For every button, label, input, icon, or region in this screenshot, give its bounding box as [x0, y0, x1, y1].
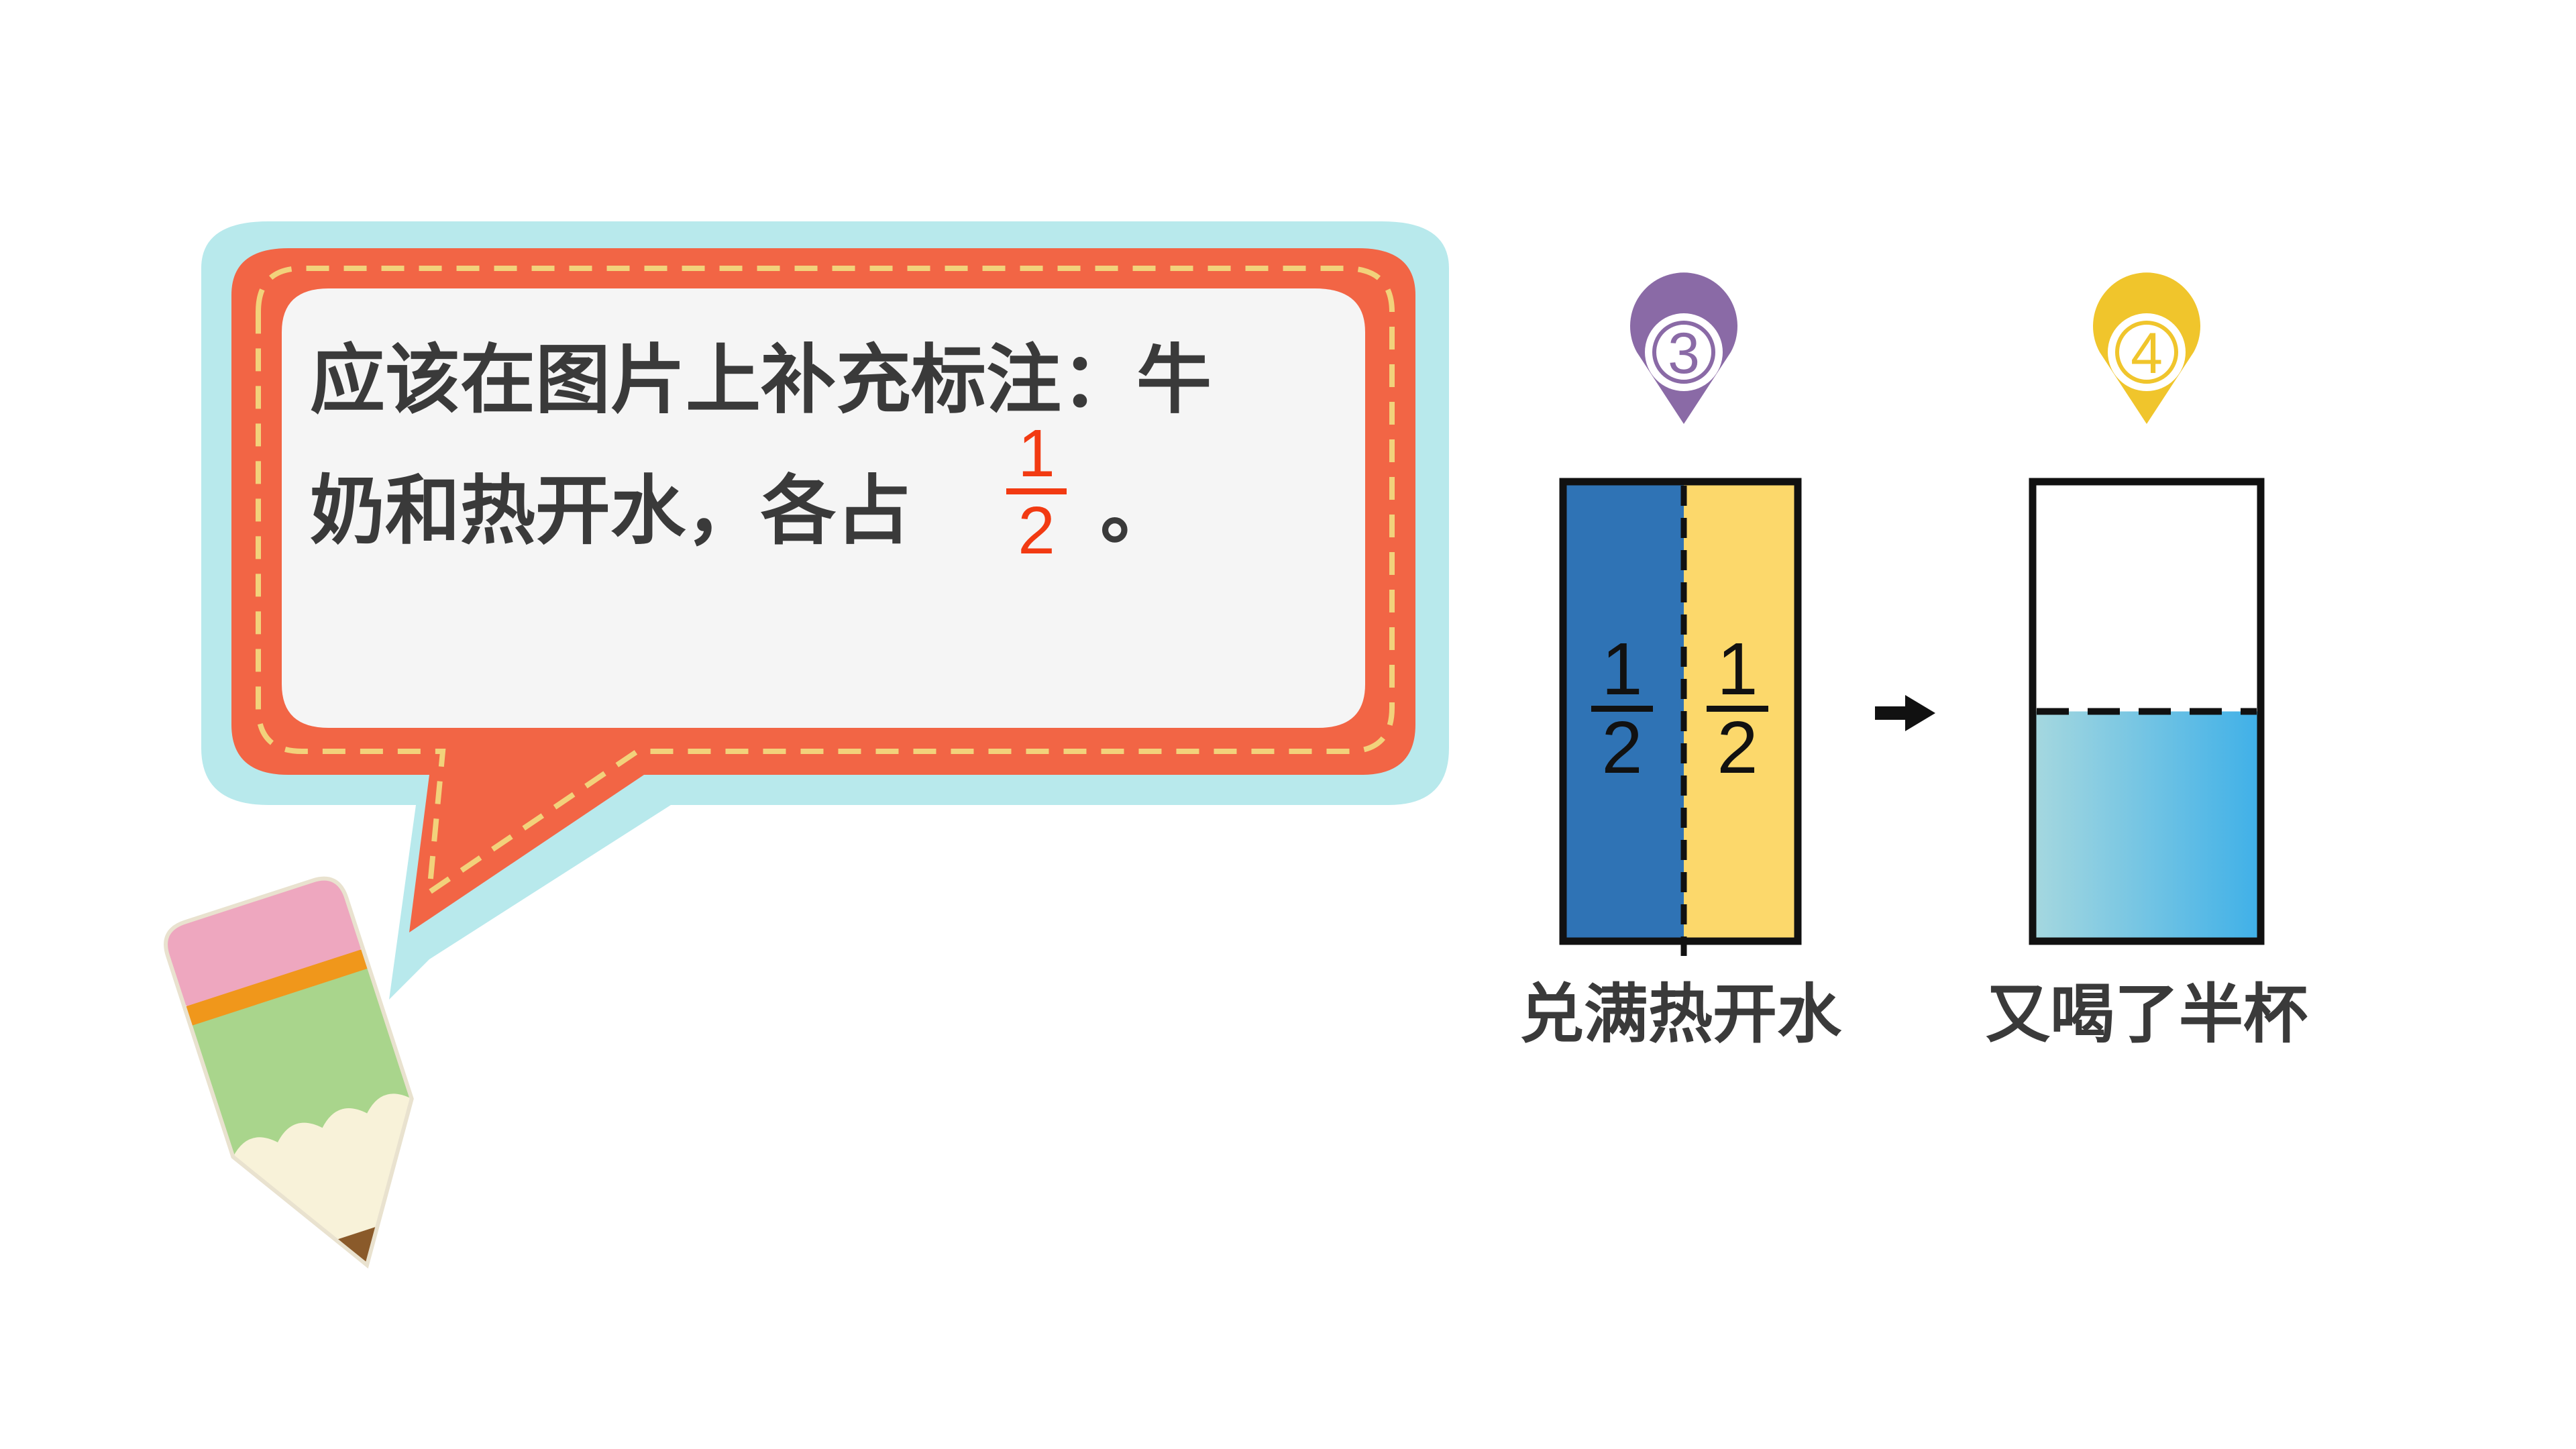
circled-number-ring — [2115, 321, 2178, 384]
bubble-dashed-outline — [256, 266, 1395, 898]
cup-3-outline — [1559, 478, 1802, 945]
bubble-fraction-numerator: 1 — [1018, 416, 1055, 491]
bubble-fraction-denominator: 2 — [1018, 493, 1055, 568]
pencil-tip — [337, 1226, 376, 1265]
milk-fraction-denominator: 2 — [1601, 706, 1642, 789]
pencil-ferrule — [184, 949, 370, 1028]
pencil-eraser — [166, 878, 361, 1014]
marker-4: 4 — [2092, 272, 2200, 424]
water-fraction-numerator: 1 — [1717, 628, 1758, 710]
marker-3-number: 3 — [1668, 321, 1700, 386]
water-fraction-bar — [1707, 706, 1768, 712]
marker-4-number: 4 — [2131, 321, 2163, 386]
bubble-text-line1: 应该在图片上补充标注：牛 — [310, 337, 1212, 424]
right-arrow-icon: ➡ — [1875, 695, 1935, 731]
water-fraction-denominator: 2 — [1717, 706, 1758, 789]
pencil-outline — [164, 876, 414, 1269]
circled-number-ring — [1652, 321, 1715, 384]
bubble-fraction: 1 2 — [1006, 416, 1067, 568]
bubble-fraction-bar — [1006, 488, 1067, 494]
marker-3: 3 — [1630, 272, 1737, 424]
cup-3: 1 2 1 2 兑满热开水 — [1519, 478, 1842, 1052]
cup-4-liquid — [2033, 711, 2261, 941]
cup-4-caption: 又喝了半杯 — [1986, 977, 2308, 1052]
cup-3-caption: 兑满热开水 — [1519, 977, 1842, 1052]
cup-4-outline — [2029, 478, 2265, 945]
bubble-text-period: 。 — [1100, 468, 1175, 555]
bubble-inner-fill — [282, 288, 1365, 728]
bubble-text-line2: 奶和热开水，各占 — [310, 468, 911, 555]
milk-fraction: 1 2 — [1591, 628, 1653, 789]
milk-fraction-numerator: 1 — [1601, 628, 1642, 710]
pencil-icon — [164, 876, 414, 1269]
cup-4: 又喝了半杯 — [1986, 478, 2308, 1052]
milk-fraction-bar — [1591, 706, 1653, 712]
water-fraction: 1 2 — [1707, 628, 1768, 789]
pencil-wood — [233, 1093, 412, 1240]
speech-bubble: 应该在图片上补充标注：牛 奶和热开水，各占 1 2 。 — [201, 221, 1449, 1000]
